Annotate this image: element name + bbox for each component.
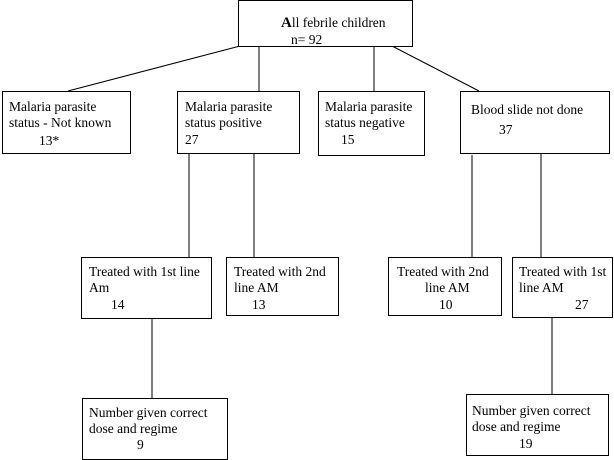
node-status-positive: Malaria parasite status positive 27 [177,91,300,154]
nd-first-line-count: 27 [575,297,589,312]
pos-correct-line1: Number given correct [89,405,208,420]
nd-second-line-line2: line AM [425,280,470,295]
nd-second-line-line1: Treated with 2nd [397,264,489,279]
node-positive-treated-1st-line: Treated with 1st line Am 14 [81,257,212,319]
node-not-done-treated-1st-line: Treated with 1st line AM 27 [512,257,613,318]
node-not-done-treated-2nd-line: Treated with 2nd line AM 10 [388,257,502,316]
pos-correct-line2: dose and regime [89,421,178,436]
node-blood-slide-not-done: Blood slide not done 37 [460,91,610,154]
not-known-line1: Malaria parasite [9,99,97,114]
nd-second-line-count: 10 [439,297,453,312]
node-status-negative: Malaria parasite status negative 15 [318,91,425,156]
negative-line2: status negative [325,115,405,130]
pos-second-line-line1: Treated with 2nd [234,264,326,279]
pos-second-line-line2: line AM [234,280,279,295]
negative-count: 15 [341,132,355,147]
connector-root-to-not-done [391,45,480,92]
connector-root-to-not-known [67,45,241,92]
root-count: n= 92 [291,32,323,47]
positive-line2: status positive [185,115,262,130]
positive-line1: Malaria parasite [185,99,273,114]
node-status-not-known: Malaria parasite status - Not known 13* [2,91,131,154]
root-title-initial: A [281,15,292,31]
pos-first-line-line2: Am [89,280,110,295]
node-positive-treated-2nd-line: Treated with 2nd line AM 13 [226,257,339,316]
nd-correct-count: 19 [519,436,533,451]
pos-correct-count: 9 [137,437,144,452]
nd-first-line-line1: Treated with 1st [519,264,607,279]
not-known-count: 13* [39,133,60,148]
negative-line1: Malaria parasite [325,99,413,114]
node-positive-correct-dose: Number given correct dose and regime 9 [82,398,228,460]
positive-count: 27 [185,132,199,147]
pos-first-line-line1: Treated with 1st line [89,264,200,279]
not-done-line1: Blood slide not done [471,102,584,117]
nd-correct-line2: dose and regime [472,419,561,434]
nd-first-line-line2: line AM [519,280,564,295]
nd-correct-line1: Number given correct [472,403,591,418]
not-done-count: 37 [499,122,513,137]
not-known-line2: status - Not known [9,115,112,130]
root-title: ll febrile children [291,15,386,30]
pos-second-line-count: 13 [252,297,266,312]
node-not-done-correct-dose: Number given correct dose and regime 19 [466,394,609,456]
pos-first-line-count: 14 [111,297,125,312]
node-all-febrile-children: All febrile children n= 92 [238,0,413,47]
